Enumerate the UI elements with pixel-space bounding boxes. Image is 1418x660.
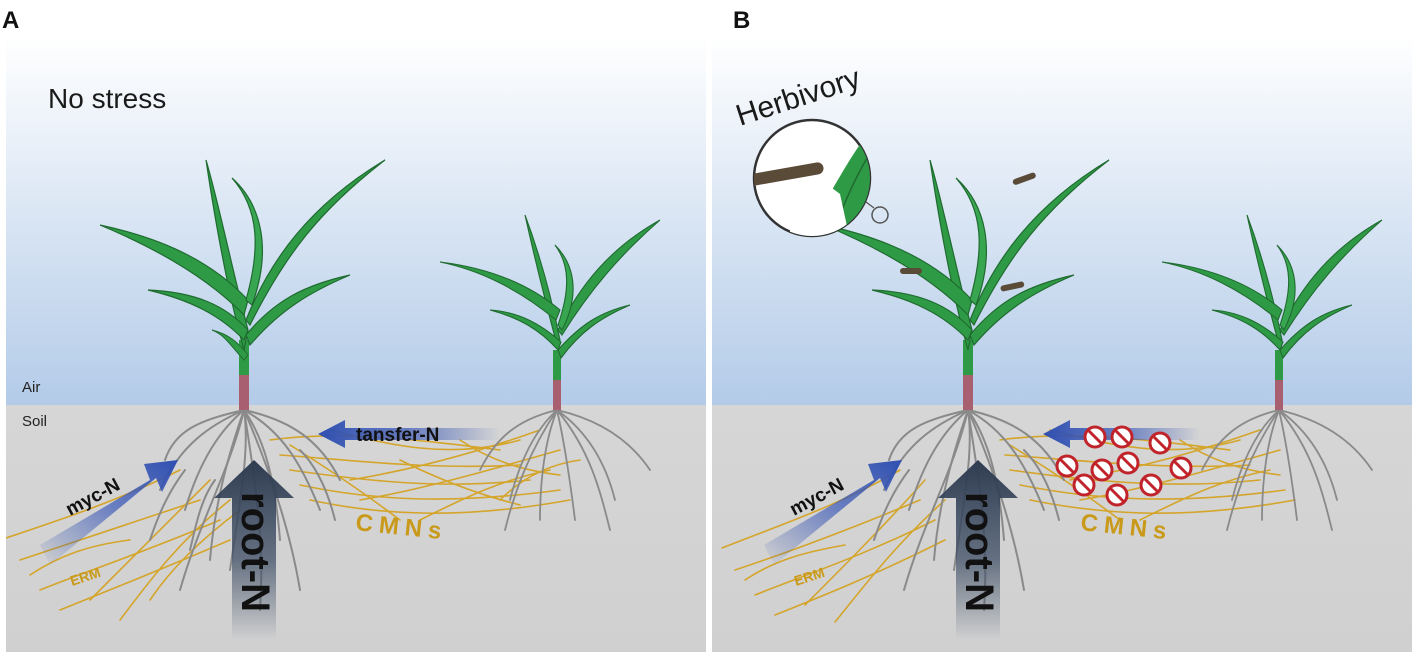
prohibition-sign-icon [1105,483,1129,507]
panel-b: myc-N root-N [712,36,1412,652]
soil-a [6,405,706,652]
no-stress-title: No stress [48,83,166,114]
transfer-n-arrow-a: tansfer-N [318,420,500,448]
prohibition-sign-icon [1083,425,1107,449]
root-n-arrow-a: root-N [214,460,294,640]
roots-right-b [1201,409,1373,531]
soil-b [712,405,1412,652]
panel-b-letter: B [733,7,750,34]
root-n-arrow-b: root-N [938,460,1018,640]
maize-plant-right-a [439,214,661,410]
air-label: Air [22,379,40,396]
magnifier-target-icon [871,206,889,224]
root-n-label-a: root-N [233,492,277,612]
prohibition-sign-icon [1055,454,1079,478]
caterpillar-icon [900,268,922,274]
caterpillar-icon [1000,281,1025,292]
prohibition-sign-icon [1148,431,1172,455]
panel-a: myc-N tansfer-N root-N [6,36,706,652]
maize-plant-left-b [823,159,1110,410]
prohibition-sign-icon [1169,456,1193,480]
maize-plant-right-b [1161,214,1383,410]
herbivory-magnifier: Herbivory [732,62,872,238]
root-n-label-b: root-N [957,492,1001,612]
prohibition-sign-icon [1090,458,1114,482]
prohibition-sign-icon [1110,425,1134,449]
soil-label: Soil [22,413,47,430]
prohibition-sign-icon [1139,473,1163,497]
transfer-n-label-a: tansfer-N [356,425,439,446]
sky-a [6,36,706,405]
maize-plant-left-a [99,159,386,410]
blocked-transfer-signs [1055,425,1193,507]
roots-right-a [479,409,651,531]
caterpillar-icon [1012,172,1036,185]
prohibition-sign-icon [1116,451,1140,475]
panel-a-letter: A [2,7,19,34]
caterpillar-icon [754,162,824,186]
hyphae-network-a [6,429,581,621]
prohibition-sign-icon [1072,473,1096,497]
